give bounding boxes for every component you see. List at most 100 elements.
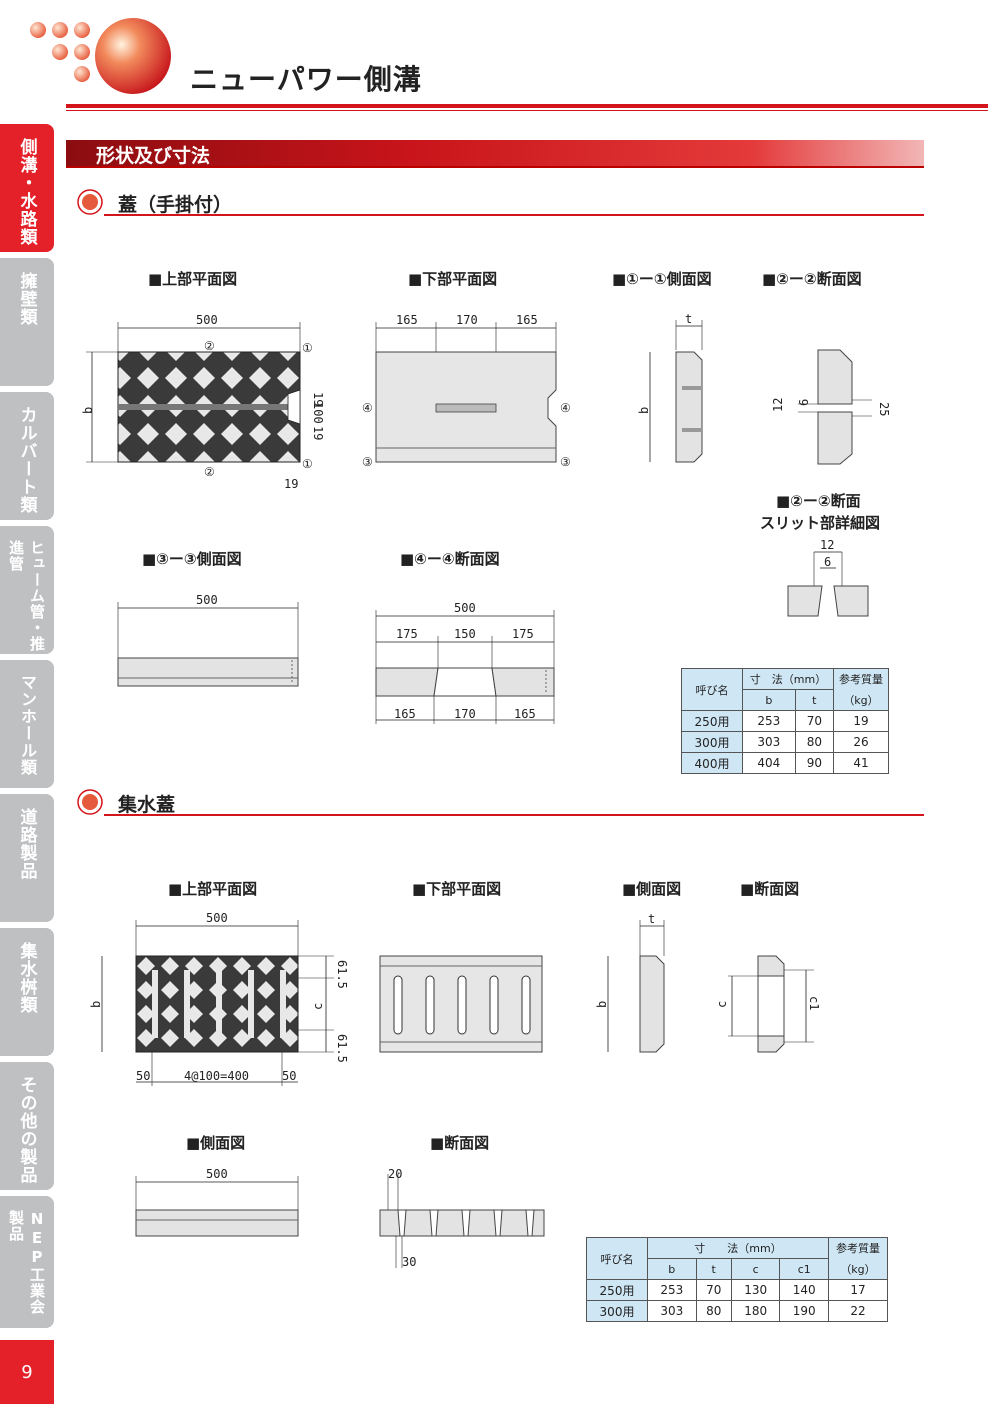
- mark-4-right: ④: [560, 401, 571, 415]
- dim-165a: 165: [396, 313, 418, 327]
- section-title: 形状及び寸法: [96, 145, 211, 167]
- cell-b: 303: [647, 1300, 697, 1322]
- col-b: b: [742, 689, 796, 711]
- lid-title: 蓋（手掛付）: [118, 194, 233, 216]
- dim-19a: 19: [311, 392, 325, 406]
- dim-500: 500: [196, 313, 218, 327]
- col-mass-unit: （kg）: [828, 1258, 888, 1280]
- catch-top-plan-label: ■上部平面図: [168, 880, 258, 898]
- col-name: 呼び名: [586, 1237, 648, 1280]
- catch-side-label: ■側面図: [622, 880, 682, 898]
- dim-4at100: 4@100=400: [184, 1069, 249, 1083]
- side-tab-retaining-walls[interactable]: 擁壁類: [0, 258, 54, 386]
- mark-2-bottom: ②: [204, 465, 215, 479]
- side-tab-label: 集水桝類: [16, 942, 37, 1014]
- dim-25: 25: [877, 402, 891, 416]
- cell-t: 80: [695, 1300, 732, 1322]
- dim-t-catch: t: [648, 912, 655, 926]
- col-dims: 寸 法（mm）: [647, 1237, 829, 1259]
- dim-615-bottom: 61.5: [335, 1034, 349, 1063]
- side-tab-manholes[interactable]: マンホール類: [0, 660, 54, 788]
- side-tab-culverts[interactable]: カルバート類: [0, 392, 54, 520]
- lid-slit-label-1: ■②ー②断面: [776, 492, 861, 510]
- side-tab-gutters[interactable]: 側溝・水路類: [0, 124, 54, 252]
- lid-section4-drawing: 500 175 150 175 165 170 165: [375, 601, 555, 724]
- catch-side-drawing: t b: [595, 912, 665, 1053]
- dim-12: 12: [771, 398, 785, 412]
- lid-slit-label-2: スリット部詳細図: [760, 514, 881, 532]
- side-tab-other-products[interactable]: その他の製品: [0, 1062, 54, 1190]
- catch-bottom-plan-label: ■下部平面図: [412, 880, 502, 898]
- cell-t: 70: [695, 1279, 732, 1301]
- side-tab-hume-pipes[interactable]: ヒューム管・推進管: [0, 526, 54, 654]
- dim-b-catch: b: [89, 1001, 103, 1008]
- row-name: 250用: [586, 1279, 648, 1301]
- brand-logo: [30, 18, 171, 94]
- lid-side1-label: ■①ー①側面図: [612, 270, 712, 288]
- cell-mass: 22: [828, 1300, 888, 1322]
- dim-b-side: b: [637, 407, 651, 414]
- side-tab-label: 側溝・水路類: [16, 138, 37, 246]
- row-name: 300用: [681, 731, 743, 753]
- section-band: [66, 140, 924, 168]
- bullet-icon: [77, 789, 103, 815]
- dim-500-side3: 500: [196, 593, 218, 607]
- bullet-icon: [77, 189, 103, 215]
- catch-title-rule: [104, 814, 924, 816]
- cell-c1: 140: [779, 1279, 829, 1301]
- dim-175a: 175: [396, 627, 418, 641]
- catch-title: 集水蓋: [118, 794, 176, 816]
- lid-section2-drawing: 12 6 25: [771, 349, 891, 465]
- mark-1-top: ①: [302, 341, 313, 355]
- catch-top-plan-drawing: 500 b 61.5 c 61.5 50 4@100=400 50: [89, 911, 349, 1086]
- dim-19b: 19: [311, 426, 325, 440]
- col-dims: 寸 法（mm）: [742, 668, 834, 690]
- dim-175b: 175: [512, 627, 534, 641]
- catch-side2-label: ■側面図: [186, 1134, 246, 1152]
- lid-section4-label: ■④ー④断面図: [400, 550, 500, 568]
- col-mass: 参考質量: [833, 668, 889, 690]
- cell-c: 130: [730, 1279, 781, 1301]
- col-c: c: [730, 1258, 781, 1280]
- lid-top-plan-drawing: 500 b ② ② ① ① 19 100 19 19: [81, 313, 325, 491]
- dim-500-sec4: 500: [454, 601, 476, 615]
- cell-b: 253: [647, 1279, 697, 1301]
- cell-b: 253: [742, 710, 796, 732]
- row-name: 250用: [681, 710, 743, 732]
- side-tab-label: その他の製品: [16, 1076, 37, 1184]
- table-row: 250用 253 70 130 140 17: [586, 1279, 888, 1301]
- cell-mass: 41: [833, 752, 889, 774]
- dim-c-catch: c: [311, 1003, 325, 1010]
- col-mass: 参考質量: [828, 1237, 888, 1259]
- side-tab-catch-basins[interactable]: 集水桝類: [0, 928, 54, 1056]
- catch-side2-drawing: 500: [135, 1167, 299, 1237]
- dim-c-sec: c: [715, 1001, 729, 1008]
- row-name: 400用: [681, 752, 743, 774]
- side-tab-label: 道路製品: [16, 808, 37, 880]
- side-tab-label: ヒューム管・推進管: [7, 540, 46, 652]
- dim-165c: 165: [394, 707, 416, 721]
- dim-100: 100: [311, 402, 325, 424]
- dim-165b: 165: [516, 313, 538, 327]
- catch-bottom-plan-drawing: [379, 955, 543, 1053]
- dim-t: t: [685, 312, 692, 326]
- mark-4-left: ④: [362, 401, 373, 415]
- lid-side1-drawing: t b: [637, 312, 703, 463]
- lid-spec-table: 呼び名 寸 法（mm） 参考質量 b t （kg） 250用 253 70 19…: [681, 668, 889, 774]
- side-tab-nep-products[interactable]: NEP工業会製品: [0, 1196, 54, 1328]
- cell-t: 80: [794, 731, 835, 753]
- lid-title-rule: [104, 214, 924, 216]
- dim-50-right: 50: [282, 1069, 296, 1083]
- dim-615-top: 61.5: [335, 960, 349, 989]
- cell-mass: 17: [828, 1279, 888, 1301]
- side-tab-label: マンホール類: [18, 674, 37, 776]
- lid-side3-drawing: 500: [117, 593, 299, 687]
- dim-165d: 165: [514, 707, 536, 721]
- header-rule: [66, 104, 988, 108]
- cell-b: 404: [742, 752, 796, 774]
- side-tab-road-products[interactable]: 道路製品: [0, 794, 54, 922]
- dim-50-left: 50: [136, 1069, 150, 1083]
- mark-2-top: ②: [204, 339, 215, 353]
- dim-19c: 19: [284, 477, 298, 491]
- side-tab-label: カルバート類: [16, 406, 37, 514]
